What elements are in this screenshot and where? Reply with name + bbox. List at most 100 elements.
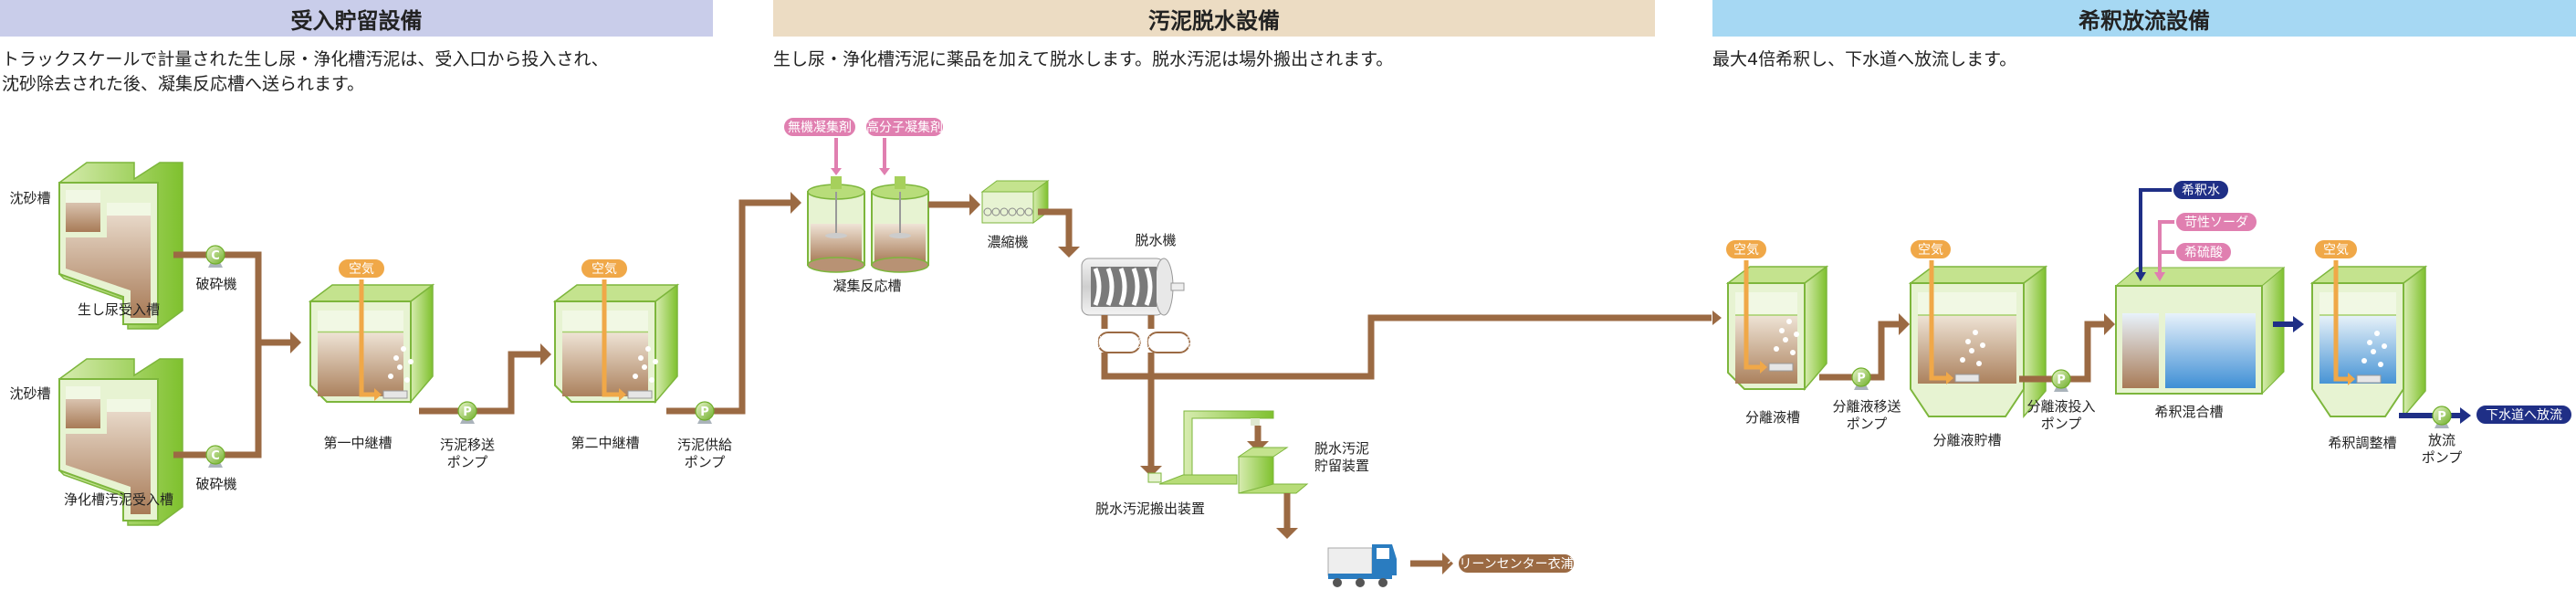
dehydrator-shaft [1170, 282, 1185, 291]
diffuser-icon [1768, 363, 1794, 372]
tank-headspace [107, 203, 151, 216]
arrow-head-icon [2154, 272, 2165, 281]
description-line: トラックスケールで計量された生し尿・浄化槽汚泥は、受入口から投入され、 [2, 49, 609, 69]
bubble-icon [633, 374, 638, 379]
bubble-icon [1976, 361, 1982, 366]
sand-headspace [66, 386, 100, 399]
label-sludge-storage-line0: 脱水汚泥 [1314, 440, 1369, 457]
sludge-supply-pump: P [695, 401, 715, 424]
pipe-crusher-2 [173, 342, 262, 458]
air-line-3 [1744, 259, 1799, 374]
air-pipe [602, 279, 619, 397]
bubble-icon [2382, 343, 2387, 349]
label-separation-transfer-pump-line1: ポンプ [1847, 416, 1888, 432]
bubble-icon [1783, 337, 1788, 342]
pump-icon [2051, 369, 2071, 389]
tank-side [654, 283, 678, 405]
tank-side [1804, 265, 1827, 392]
thickener [980, 180, 1050, 224]
dilution-water-pipe [2139, 188, 2173, 274]
section-header-dewatering: 汚泥脱水設備 [773, 0, 1655, 37]
arrow-head-icon [1058, 247, 1080, 258]
crusher-icon [205, 245, 225, 265]
pill-text: クリーンセンター衣浦へ [1446, 557, 1586, 572]
bubble-icon [638, 355, 644, 361]
conveyor-outlet [1251, 418, 1260, 426]
air-pill-3: 空気 [1724, 238, 1768, 260]
pipe-separation-to-storage [1819, 313, 1910, 381]
air-line-5 [2333, 259, 2387, 385]
description-line: 生し尿・浄化槽汚泥に薬品を加えて脱水します。脱水汚泥は場外搬出されます。 [773, 49, 1394, 69]
label-sludge-transfer-pump-line1: ポンプ [447, 454, 488, 470]
tank-side [2403, 265, 2426, 419]
pill-bg [1097, 332, 1141, 353]
mixing-chamber [2122, 313, 2159, 388]
crusher-icon [205, 445, 225, 465]
description-line: 最大4倍希釈し、下水道へ放流します。 [1712, 49, 2017, 69]
screen-roller-icon [1024, 207, 1033, 216]
sludge-conveyor [1147, 410, 1274, 485]
arrow-head-icon [1140, 466, 1162, 477]
screw-flight-icon [1105, 268, 1115, 306]
reactor-bottom [871, 257, 929, 273]
septic-sludge-tank [58, 358, 183, 526]
pill-clean-center: クリーンセンター衣浦へ [1446, 553, 1586, 574]
label-septic-sludge-tank: 浄化槽汚泥受入槽 [64, 491, 173, 508]
relay-tank-1 [308, 283, 435, 405]
section-header-receiving: 受入貯留設備 [0, 0, 713, 37]
arrow-head-icon [619, 388, 626, 401]
screen-roller-icon [1000, 207, 1009, 216]
bubble-icon [408, 359, 414, 364]
pipe-relay-1-to-2 [419, 343, 551, 415]
tank-headspace [2319, 292, 2396, 315]
air-pill-4: 空気 [1909, 238, 1953, 260]
label-crusher-2: 破砕機 [195, 476, 236, 492]
tank-liquid [66, 203, 151, 318]
pipe-to-relay-1 [258, 332, 301, 353]
arrow-head-icon [969, 194, 980, 216]
pill-text: 空気 [592, 262, 617, 277]
air-pipe [1929, 259, 1946, 381]
pill-bg [2174, 211, 2258, 233]
bubble-icon [404, 377, 410, 383]
bubble-icon [645, 346, 651, 352]
bubble-icon [388, 374, 393, 379]
air-line-4 [1929, 259, 1985, 385]
screen-roller-icon [983, 207, 992, 216]
pill-text: 苛性ソーダ [2184, 215, 2248, 230]
pump-symbol: P [2057, 374, 2066, 387]
pipe-conveyor-to-storage [1247, 426, 1269, 452]
agitator-blade [825, 233, 847, 238]
label-dehydrator: 脱水機 [1135, 232, 1176, 248]
section-header-dilution: 希釈放流設備 [1712, 0, 2576, 37]
pump-symbol: C [211, 449, 220, 463]
air-pill-2: 空気 [580, 258, 629, 279]
arrow-head-icon [879, 168, 890, 175]
pipe-relay-2-to-coagulation [666, 192, 801, 415]
arrow-head-icon [1946, 372, 1953, 385]
bubble-icon [2371, 349, 2376, 354]
label-separation-feed-pump-line0: 分離液投入 [2026, 398, 2095, 415]
pump-icon [457, 401, 477, 421]
air-line-1 [359, 279, 414, 401]
bubble-icon [1786, 319, 1792, 324]
pipe-relay-2-to-coagulation-line [666, 199, 791, 415]
arrow-head-icon [290, 332, 301, 353]
section-title: 汚泥脱水設備 [1148, 7, 1280, 34]
bubble-icon [1969, 348, 1974, 353]
pill-text: 下水道へ放流 [2486, 408, 2562, 423]
bubble-icon [1779, 328, 1785, 333]
dilution-mixing-tank [2114, 266, 2286, 395]
tank-liquid [2319, 315, 2396, 384]
bubble-icon [2361, 358, 2367, 363]
label-separation-tank: 分離液槽 [1745, 409, 1800, 426]
label-separation-storage-tank: 分離液貯槽 [1932, 432, 2001, 448]
storage-base [1238, 483, 1309, 494]
label-discharge-pump-line0: 放流 [2428, 432, 2456, 448]
pump-symbol: C [211, 249, 220, 263]
air-line-2 [602, 279, 658, 401]
arrow-head-icon [2135, 272, 2146, 281]
air-pipe [2333, 259, 2348, 382]
pill-text: 脱水汚泥 [1143, 336, 1194, 351]
